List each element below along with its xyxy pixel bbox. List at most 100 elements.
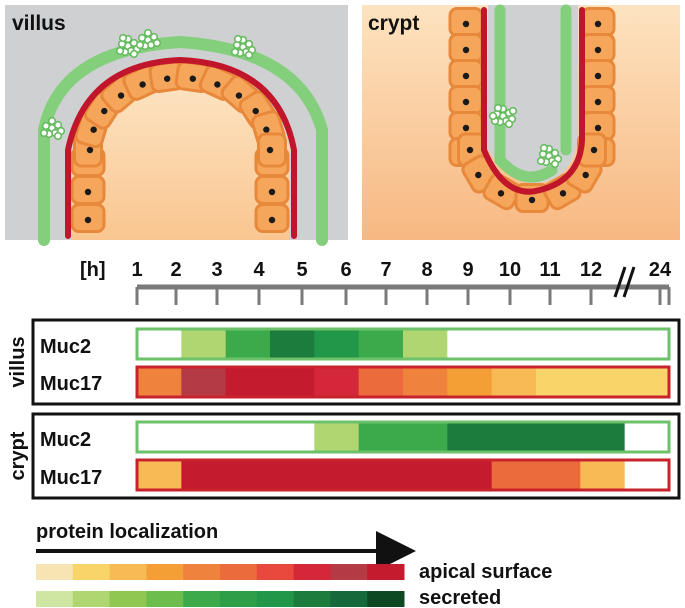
heatmap-cell bbox=[314, 329, 360, 359]
epithelial-cell bbox=[580, 85, 616, 115]
heatmap-cell bbox=[314, 422, 360, 452]
cell-nucleus bbox=[475, 171, 482, 179]
heatmap-cell bbox=[624, 422, 670, 452]
crypt-group-frame bbox=[31, 412, 681, 500]
legend-red-scale bbox=[36, 564, 405, 580]
heatmap-cell bbox=[270, 367, 315, 397]
heatmap-cell bbox=[491, 422, 537, 452]
heatmap-cell bbox=[137, 367, 182, 397]
cell-nucleus bbox=[268, 188, 276, 196]
legend-swatch bbox=[183, 564, 221, 580]
cell-nucleus bbox=[252, 107, 259, 115]
timeline-tick-marks bbox=[135, 287, 671, 305]
mucus-granule bbox=[53, 131, 63, 141]
legend-green-scale bbox=[36, 591, 405, 607]
crypt-mucus-left bbox=[494, 4, 558, 183]
mucus-granule bbox=[493, 103, 503, 113]
heatmap-cell bbox=[491, 329, 537, 359]
cell-nucleus bbox=[559, 190, 567, 197]
villus-mucus-granules bbox=[39, 28, 257, 141]
villus-muc17-label: Muc17 bbox=[40, 373, 102, 395]
cell-nucleus bbox=[590, 146, 598, 154]
cell-nucleus bbox=[189, 75, 197, 82]
heatmap-cell bbox=[624, 460, 670, 490]
epithelial-cell bbox=[254, 203, 290, 233]
cell-nucleus bbox=[462, 46, 470, 54]
heatmap-cell bbox=[580, 460, 626, 490]
epithelial-cell bbox=[448, 59, 484, 89]
timeline-tick-label: 11 bbox=[539, 259, 560, 281]
mucus-granule bbox=[152, 38, 162, 48]
cell-nucleus bbox=[268, 216, 276, 224]
cell-nucleus bbox=[462, 98, 470, 106]
heatmap-cell bbox=[270, 329, 315, 359]
epithelial-cell bbox=[257, 132, 287, 168]
cell-nucleus bbox=[86, 146, 94, 154]
heatmap-cell bbox=[580, 367, 626, 397]
cell-nucleus bbox=[263, 126, 270, 133]
villus-heatmap-group: villus Muc2 Muc17 bbox=[7, 318, 681, 406]
villus-group-frame bbox=[31, 318, 681, 406]
timeline-tick-label: 1 bbox=[131, 259, 142, 281]
crypt-muc2-label: Muc2 bbox=[40, 429, 91, 451]
heatmap-cell bbox=[536, 367, 581, 397]
legend-red-label: apical surface bbox=[419, 561, 552, 583]
cell-nucleus bbox=[594, 46, 602, 54]
villus-panel-label: villus bbox=[12, 12, 66, 35]
cell-nucleus bbox=[117, 92, 125, 99]
heatmap-cell bbox=[447, 460, 493, 490]
villus-group-label: villus bbox=[7, 336, 29, 387]
legend-swatch bbox=[330, 564, 368, 580]
granule-cluster bbox=[135, 28, 162, 51]
epithelial-cell bbox=[254, 175, 290, 205]
timeline-tick-label: 3 bbox=[211, 259, 222, 281]
heatmap-row-border bbox=[135, 458, 671, 492]
villus-muc2-label: Muc2 bbox=[40, 336, 91, 358]
heatmap-cell bbox=[403, 422, 448, 452]
heatmap-cell bbox=[225, 329, 271, 359]
legend: protein localization apical surface secr… bbox=[36, 521, 552, 608]
heatmap-cell bbox=[536, 422, 581, 452]
legend-swatch bbox=[293, 591, 331, 607]
villus-apical-surface bbox=[65, 56, 297, 239]
cell-nucleus bbox=[84, 188, 92, 196]
mucus-granule bbox=[504, 119, 514, 129]
legend-swatch bbox=[367, 591, 405, 607]
legend-swatch bbox=[109, 564, 147, 580]
mucus-granule bbox=[115, 46, 125, 56]
mucus-granule bbox=[135, 40, 145, 50]
heatmap-cell bbox=[624, 367, 670, 397]
crypt-group-label: crypt bbox=[7, 431, 29, 480]
villus-muc17-row bbox=[135, 365, 671, 399]
cell-nucleus bbox=[101, 107, 108, 115]
heatmap-cell bbox=[181, 329, 227, 359]
heatmap-cell bbox=[403, 460, 448, 490]
cell-nucleus bbox=[462, 72, 470, 80]
mucus-granule bbox=[39, 128, 49, 138]
heatmap-cell bbox=[536, 460, 581, 490]
heatmap-row-border bbox=[135, 420, 671, 454]
mucus-granule bbox=[488, 111, 498, 121]
cell-nucleus bbox=[214, 81, 221, 88]
timeline-break-mark bbox=[613, 266, 636, 298]
epithelial-cell bbox=[580, 59, 616, 89]
timeline-tick-label: 24 bbox=[649, 259, 672, 281]
granule-cluster bbox=[536, 143, 563, 169]
heatmap-cell bbox=[137, 329, 182, 359]
mucus-granule bbox=[550, 159, 560, 169]
heatmap-cell bbox=[403, 367, 448, 397]
legend-swatch bbox=[256, 564, 295, 580]
crypt-apical-surface bbox=[481, 7, 585, 195]
legend-swatch bbox=[146, 591, 184, 607]
heatmap-cell bbox=[137, 460, 182, 490]
cell-nucleus bbox=[90, 126, 97, 133]
mucus-granule bbox=[230, 47, 240, 57]
heatmap-cell bbox=[580, 329, 626, 359]
epithelial-cell bbox=[448, 7, 484, 37]
legend-swatch bbox=[36, 591, 74, 607]
crypt-mucus-granules bbox=[488, 103, 563, 169]
villus-panel: villus bbox=[5, 5, 348, 246]
